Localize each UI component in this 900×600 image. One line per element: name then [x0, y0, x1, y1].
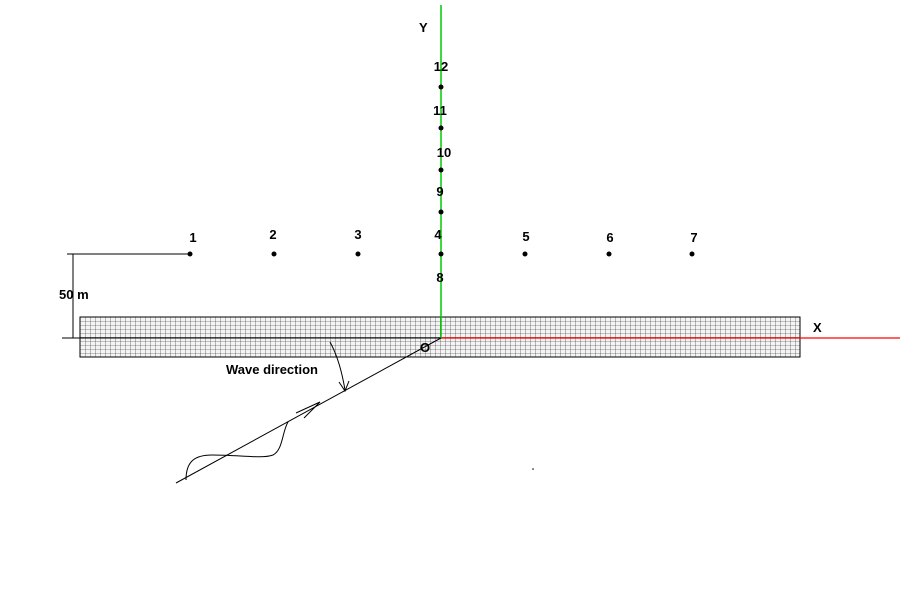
gauge-point-4-marker: [438, 251, 444, 257]
stray-mark: [532, 468, 534, 470]
gauge-point-1-marker: [187, 251, 193, 257]
wave-direction-arrow: [175, 337, 442, 484]
gauge-point-6-marker: [606, 251, 612, 257]
gauge-point-3-marker: [355, 251, 361, 257]
gauge-point-7-marker: [689, 251, 695, 257]
distance-dimension: [67, 253, 190, 338]
breakwater-mesh: [79, 316, 801, 358]
gauge-point-11-marker: [438, 125, 444, 131]
gauge-point-10-marker: [438, 167, 444, 173]
distance-label: 50 m: [59, 287, 89, 302]
gauge-point-10-label: 10: [437, 145, 451, 160]
origin-label: O: [420, 340, 430, 355]
gauge-point-2-label: 2: [269, 227, 276, 242]
gauge-point-4-label: 4: [434, 227, 442, 242]
gauge-point-9-marker: [438, 209, 444, 215]
gauge-point-11-label: 11: [433, 103, 447, 118]
wave-direction-label: Wave direction: [226, 362, 318, 377]
gauge-point-12-label: 12: [434, 59, 448, 74]
gauge-point-7-label: 7: [690, 230, 697, 245]
gauge-point-3-label: 3: [354, 227, 361, 242]
gauge-point-5-marker: [522, 251, 528, 257]
gauge-points: 1 2 3 4 5 6 7 8 9 10 11 12: [187, 59, 698, 285]
gauge-point-2-marker: [271, 251, 277, 257]
gauge-point-9-label: 9: [436, 184, 443, 199]
gauge-point-6-label: 6: [606, 230, 613, 245]
x-axis-label: X: [813, 320, 822, 335]
gauge-point-5-label: 5: [522, 229, 529, 244]
y-axis-label: Y: [419, 20, 428, 35]
wave-curve: [185, 421, 289, 481]
gauge-point-1-label: 1: [189, 230, 196, 245]
gauge-point-8-label: 8: [436, 270, 443, 285]
gauge-point-12-marker: [438, 84, 444, 90]
